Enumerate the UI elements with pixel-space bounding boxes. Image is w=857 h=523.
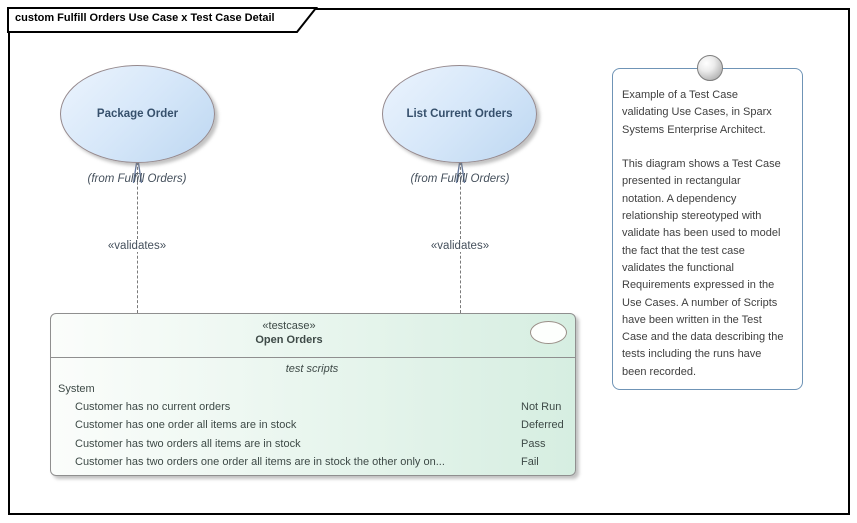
script-name: Customer has one order all items are in … — [75, 419, 297, 432]
validates-connector-1[interactable] — [137, 162, 138, 313]
note-pin-icon — [697, 55, 723, 81]
validates-label: «validates» — [427, 240, 493, 252]
test-script-row[interactable]: Customer has two orders one order all it… — [53, 453, 571, 471]
note-element[interactable]: Example of a Test Case validating Use Ca… — [612, 68, 803, 390]
validates-connector-2[interactable] — [460, 162, 461, 313]
compartment-label: test scripts — [285, 363, 339, 375]
test-script-row[interactable]: Customer has two orders all items are in… — [53, 435, 571, 453]
script-group-label: System — [58, 383, 95, 395]
usecase-package-order[interactable]: Package Order — [60, 65, 215, 163]
script-name: Customer has two orders all items are in… — [75, 437, 301, 450]
usecase-list-current-orders[interactable]: List Current Orders — [382, 65, 537, 163]
testcase-scripts-compartment: test scripts System Customer has no curr… — [51, 358, 575, 472]
script-name: Customer has two orders one order all it… — [75, 456, 445, 469]
usecase-label: List Current Orders — [406, 108, 513, 120]
testcase-open-orders[interactable]: «testcase» Open Orders test scripts Syst… — [50, 313, 576, 476]
from-qualifier-label: (from Fulfill Orders) — [410, 173, 510, 185]
diagram-frame — [8, 8, 850, 515]
testcase-name: Open Orders — [255, 334, 323, 346]
script-status: Fail — [521, 456, 539, 469]
testcase-header: «testcase» Open Orders — [51, 314, 575, 358]
diagram-title: custom Fulfill Orders Use Case x Test Ca… — [15, 12, 275, 24]
script-name: Customer has no current orders — [75, 401, 231, 413]
script-status: Not Run — [521, 401, 562, 413]
from-qualifier-label: (from Fulfill Orders) — [87, 173, 187, 185]
test-script-row[interactable]: Customer has one order all items are in … — [53, 416, 571, 434]
testcase-stereotype: «testcase» — [262, 320, 316, 332]
test-script-row[interactable]: Customer has no current orders Not Run — [53, 398, 571, 416]
diagram-tab — [7, 7, 319, 33]
usecase-label: Package Order — [96, 108, 179, 120]
validates-label: «validates» — [104, 240, 170, 252]
usecase-oval-icon — [530, 321, 567, 344]
script-status: Deferred — [521, 419, 564, 432]
script-status: Pass — [521, 437, 546, 450]
